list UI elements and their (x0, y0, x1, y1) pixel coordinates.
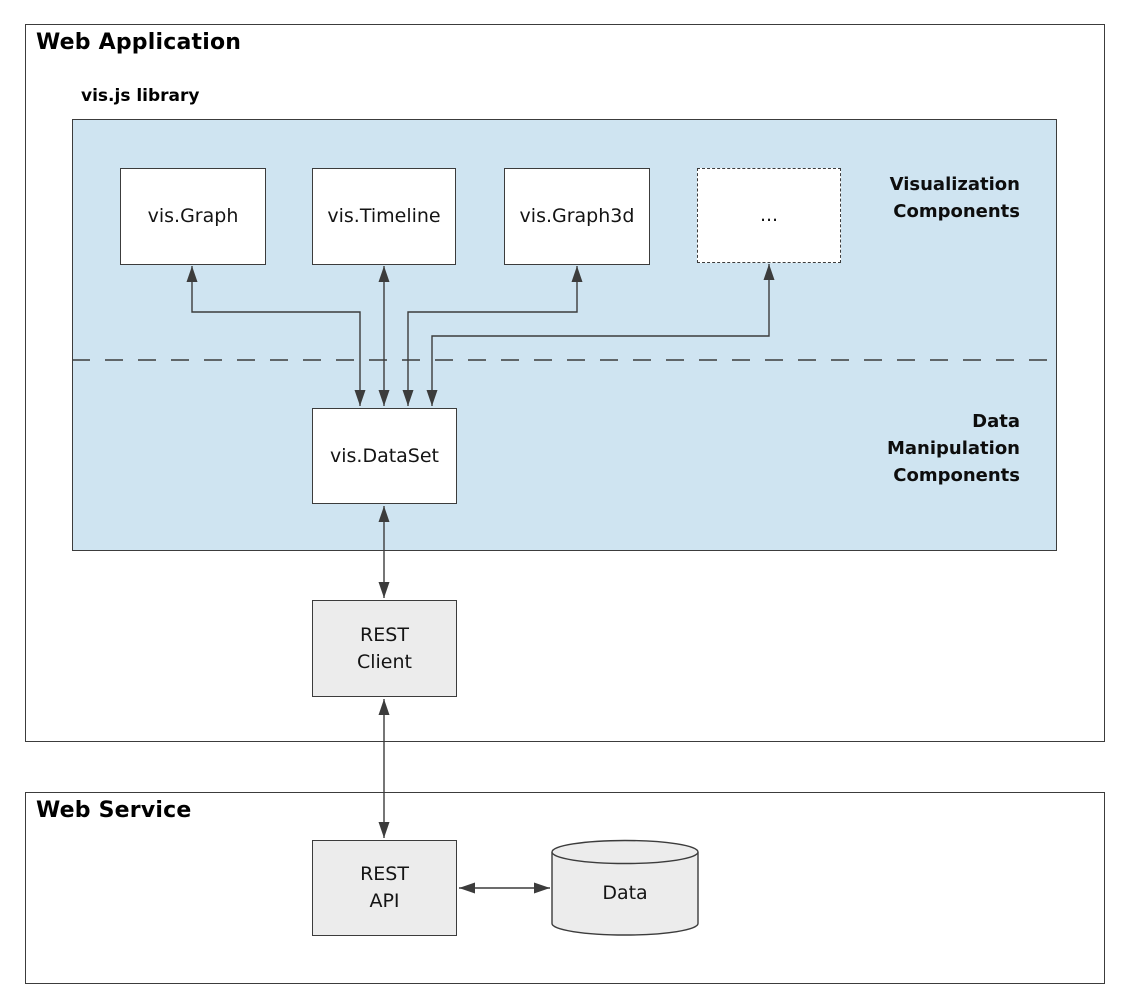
visualization-components-label: Visualization Components (889, 174, 1020, 222)
data-manipulation-components-label: Data Manipulation Components (886, 411, 1020, 486)
node-vis-graph3d: vis.Graph3d (504, 168, 650, 265)
node-vis-dataset-label: vis.DataSet (329, 444, 440, 467)
node-rest-client: REST Client (312, 600, 457, 697)
node-vis-timeline: vis.Timeline (312, 168, 456, 265)
node-vis-graph: vis.Graph (120, 168, 266, 265)
web-service-title: Web Service (36, 798, 192, 823)
node-more-components-label: ... (759, 204, 779, 227)
node-vis-graph3d-label: vis.Graph3d (519, 205, 635, 228)
node-data-store-label: Data (602, 882, 648, 904)
node-vis-timeline-label: vis.Timeline (327, 205, 441, 228)
node-vis-graph-label: vis.Graph (147, 205, 239, 228)
web-application-title: Web Application (36, 30, 242, 55)
node-rest-client-label: REST Client (356, 623, 412, 673)
node-vis-dataset: vis.DataSet (312, 408, 457, 504)
node-more-components: ... (697, 168, 841, 263)
vis-library-label: vis.js library (81, 86, 200, 106)
node-rest-api-label: REST API (360, 863, 409, 912)
node-rest-api: REST API (312, 840, 457, 936)
